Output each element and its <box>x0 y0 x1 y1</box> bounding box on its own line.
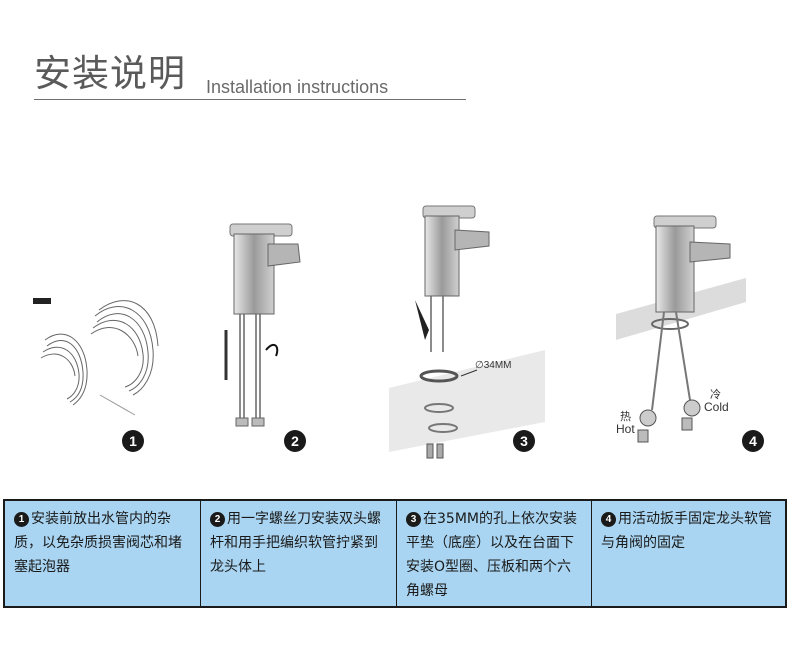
mounting-gasket-icon <box>389 205 545 459</box>
title-english: Installation instructions <box>206 77 389 97</box>
step-3-illustration: ∅34MM 3 <box>385 190 545 490</box>
hole-size-label: ∅34MM <box>475 360 512 371</box>
instruction-text-2: 用一字螺丝刀安装双头螺杆和用手把编织软管拧紧到龙头体上 <box>210 511 381 575</box>
instruction-text-4: 用活动扳手固定龙头软管与角阀的固定 <box>601 511 772 551</box>
step-badge-3: 3 <box>406 512 421 527</box>
instruction-text-3: 在35MM的孔上依次安装平垫（底座）以及在台面下安装O型圈、压板和两个六角螺母 <box>406 511 577 599</box>
hot-label-zh: 热 <box>620 411 631 423</box>
step-badge-2: 2 <box>210 512 225 527</box>
step-4-illustration: 冷 Cold 热 Hot 4 <box>612 190 772 490</box>
step-4-number: 4 <box>742 430 764 452</box>
flushing-hoses-icon <box>33 298 159 416</box>
header-underline <box>34 99 466 100</box>
instruction-text-1: 安装前放出水管内的杂质，以免杂质损害阀芯和堵塞起泡器 <box>14 511 182 575</box>
step-3-number: 3 <box>513 430 535 452</box>
step-2-number: 2 <box>284 430 306 452</box>
cold-label-en: Cold <box>704 400 729 414</box>
angle-valves-icon <box>616 215 746 443</box>
faucet-with-hoses-icon <box>224 223 301 427</box>
section-header: 安装说明 Installation instructions <box>34 52 466 100</box>
title-chinese: 安装说明 <box>34 52 186 95</box>
step-badge-1: 1 <box>14 512 29 527</box>
hot-label-en: Hot <box>616 422 635 436</box>
step-1-illustration: 1 <box>25 190 195 490</box>
step-1-number: 1 <box>122 430 144 452</box>
illustration-row: 1 2 <box>0 190 790 490</box>
step-badge-4: 4 <box>601 512 616 527</box>
cold-label-zh: 冷 <box>710 389 721 401</box>
step-2-illustration: 2 <box>210 190 330 490</box>
